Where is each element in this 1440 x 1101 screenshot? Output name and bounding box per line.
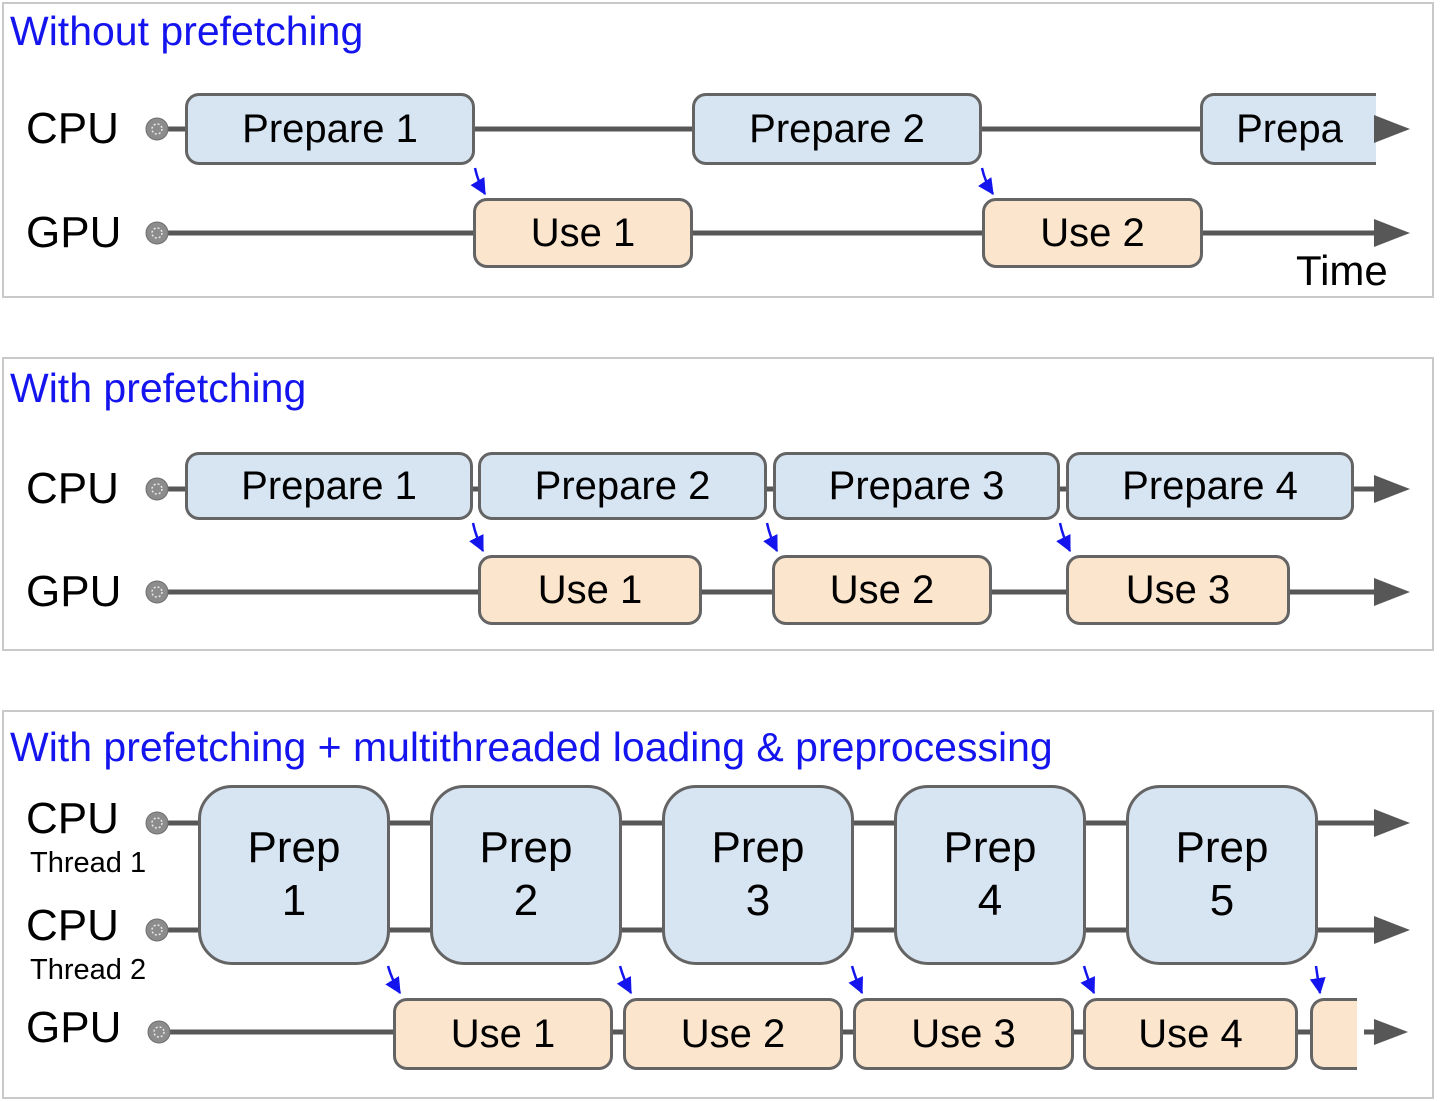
p3-prep-4-label-line2: 4 [977,876,1003,925]
cpu-thread1-arrowhead [1374,809,1410,837]
p3-title: With prefetching + multithreaded loading… [10,724,1053,770]
p2-handoff-arrow-3 [1056,522,1072,553]
p2-title: With prefetching [10,365,307,411]
p2-prepare-3-box: Prepare 3 [773,452,1060,520]
p3-handoff-arrow-4 [1080,965,1096,995]
p3-prep-2-box: Prep 2 [430,785,622,965]
p3-prep-1-label-line2: 1 [281,876,307,925]
p3-prep-4-label-line1: Prep [943,823,1037,873]
p1-prepare-2-box: Prepare 2 [692,93,982,165]
p3-use-3-label: Use 3 [911,1011,1016,1056]
gpu-origin-dot-ring [153,1026,165,1038]
p2-use-1-box: Use 1 [478,555,702,625]
p2-prepare-3-label: Prepare 3 [828,463,1005,508]
cpu-thread2-origin-dot-ring [151,924,163,936]
p2-use-1-label: Use 1 [537,567,643,612]
p3-handoff-arrow-3 [848,965,864,995]
p3-prep-1-label-line1: Prep [247,823,341,873]
panel-with-prefetching: CPU GPU Prepare 1 Prepare 2 Prepare 3 Pr… [2,357,1434,651]
p3-prep-3-label-line1: Prep [711,823,805,873]
p3-use-1-label: Use 1 [450,1011,556,1056]
cpu-thread2-arrowhead [1374,916,1410,944]
p1-cpu-row-label: CPU [26,104,119,153]
p1-prepare-2-label: Prepare 2 [749,106,925,151]
p3-prep-2-label-line2: 2 [513,876,539,925]
p1-gpu-row-label: GPU [26,208,122,257]
gpu-timeline-origin-dot [145,221,169,245]
p3-handoff-arrow-5 [1309,965,1326,995]
p3-use-5-box-clipped [1310,998,1357,1070]
p1-use-2-label: Use 2 [1040,210,1145,255]
gpu-timeline-arrowhead [1374,578,1410,606]
gpu-origin-dot [147,1020,171,1044]
p3-use-1-box: Use 1 [393,998,613,1070]
cpu-thread2-origin-dot [145,918,169,942]
p2-prepare-4-box: Prepare 4 [1066,452,1354,520]
cpu-timeline-arrowhead [1374,475,1410,503]
p3-prep-3-box: Prep 3 [662,785,854,965]
p3-use-3-box: Use 3 [853,998,1074,1070]
p1-prepare-1-box: Prepare 1 [185,93,475,165]
p2-prepare-2-label: Prepare 2 [534,463,711,508]
p2-handoff-arrow-2 [763,522,779,553]
p3-prep-1-box: Prep 1 [198,785,390,965]
p1-handoff-arrow-1 [470,167,487,196]
p3-prep-5-label-line1: Prep [1175,823,1269,873]
p1-use-2-box: Use 2 [982,198,1203,268]
cpu-timeline-origin-dot [145,477,169,501]
p3-use-2-box: Use 2 [623,998,843,1070]
p2-handoff-arrow-1 [469,522,485,553]
p3-use-4-box: Use 4 [1083,998,1298,1070]
p1-use-1-box: Use 1 [473,198,693,268]
p2-prepare-2-box: Prepare 2 [478,452,767,520]
p3-cpu1-row-label: CPU [26,794,119,843]
cpu-timeline-origin-dot [145,117,169,141]
p3-thread2-sublabel: Thread 2 [30,954,147,986]
p3-handoff-arrow-1 [385,965,402,995]
p2-use-2-label: Use 2 [829,567,935,612]
gpu-timeline-arrowhead [1374,219,1410,247]
p1-use-1-label: Use 1 [530,210,636,255]
panel-without-prefetching: CPU GPU Prepare 1 Prepare 2 Prepa Use 1 … [2,2,1434,298]
p1-title: Without prefetching [10,8,364,54]
p2-prepare-1-box: Prepare 1 [185,452,473,520]
p3-cpu2-row-label: CPU [26,901,119,950]
p3-use-4-label: Use 4 [1138,1011,1243,1056]
p2-use-3-box: Use 3 [1066,555,1290,625]
p2-prepare-1-label: Prepare 1 [241,463,417,508]
time-axis-label: Time [1296,247,1388,294]
cpu-timeline-origin-dot-ring [151,483,163,495]
cpu-thread1-origin-dot [145,811,169,835]
panel-with-prefetching-multithreaded: CPU Thread 1 CPU Thread 2 GPU Prep 1 Pre… [2,710,1434,1099]
p3-handoff-arrow-2 [616,965,633,995]
p1-prepare-1-label: Prepare 1 [242,106,418,151]
p3-thread1-sublabel: Thread 1 [30,847,147,879]
p3-prep-3-label-line2: 3 [745,876,771,925]
p1-prepare-3-box-clipped: Prepa [1200,93,1376,165]
p3-prep-4-box: Prep 4 [894,785,1086,965]
p3-prep-2-label-line1: Prep [479,823,573,873]
cpu-thread1-origin-dot-ring [151,817,163,829]
p1-handoff-arrow-2 [978,167,995,196]
p2-prepare-4-label: Prepare 4 [1122,463,1298,508]
p2-use-2-box: Use 2 [772,555,992,625]
p3-prep-5-label-line2: 5 [1209,876,1235,925]
p2-use-3-label: Use 3 [1125,567,1231,612]
p1-prepare-3-label: Prepa [1236,106,1343,151]
gpu-timeline-origin-dot-ring [151,227,163,239]
p2-cpu-row-label: CPU [26,464,119,513]
p3-gpu-row-label: GPU [26,1003,122,1052]
p3-use-2-label: Use 2 [680,1011,786,1056]
p3-prep-5-box: Prep 5 [1126,785,1318,965]
p2-gpu-row-label: GPU [26,567,122,616]
gpu-timeline-origin-dot-ring [151,586,163,598]
gpu-timeline-arrowhead [1374,1019,1408,1045]
cpu-timeline-origin-dot-ring [151,123,163,135]
cpu-timeline-arrowhead [1374,115,1410,143]
gpu-timeline-origin-dot [145,580,169,604]
